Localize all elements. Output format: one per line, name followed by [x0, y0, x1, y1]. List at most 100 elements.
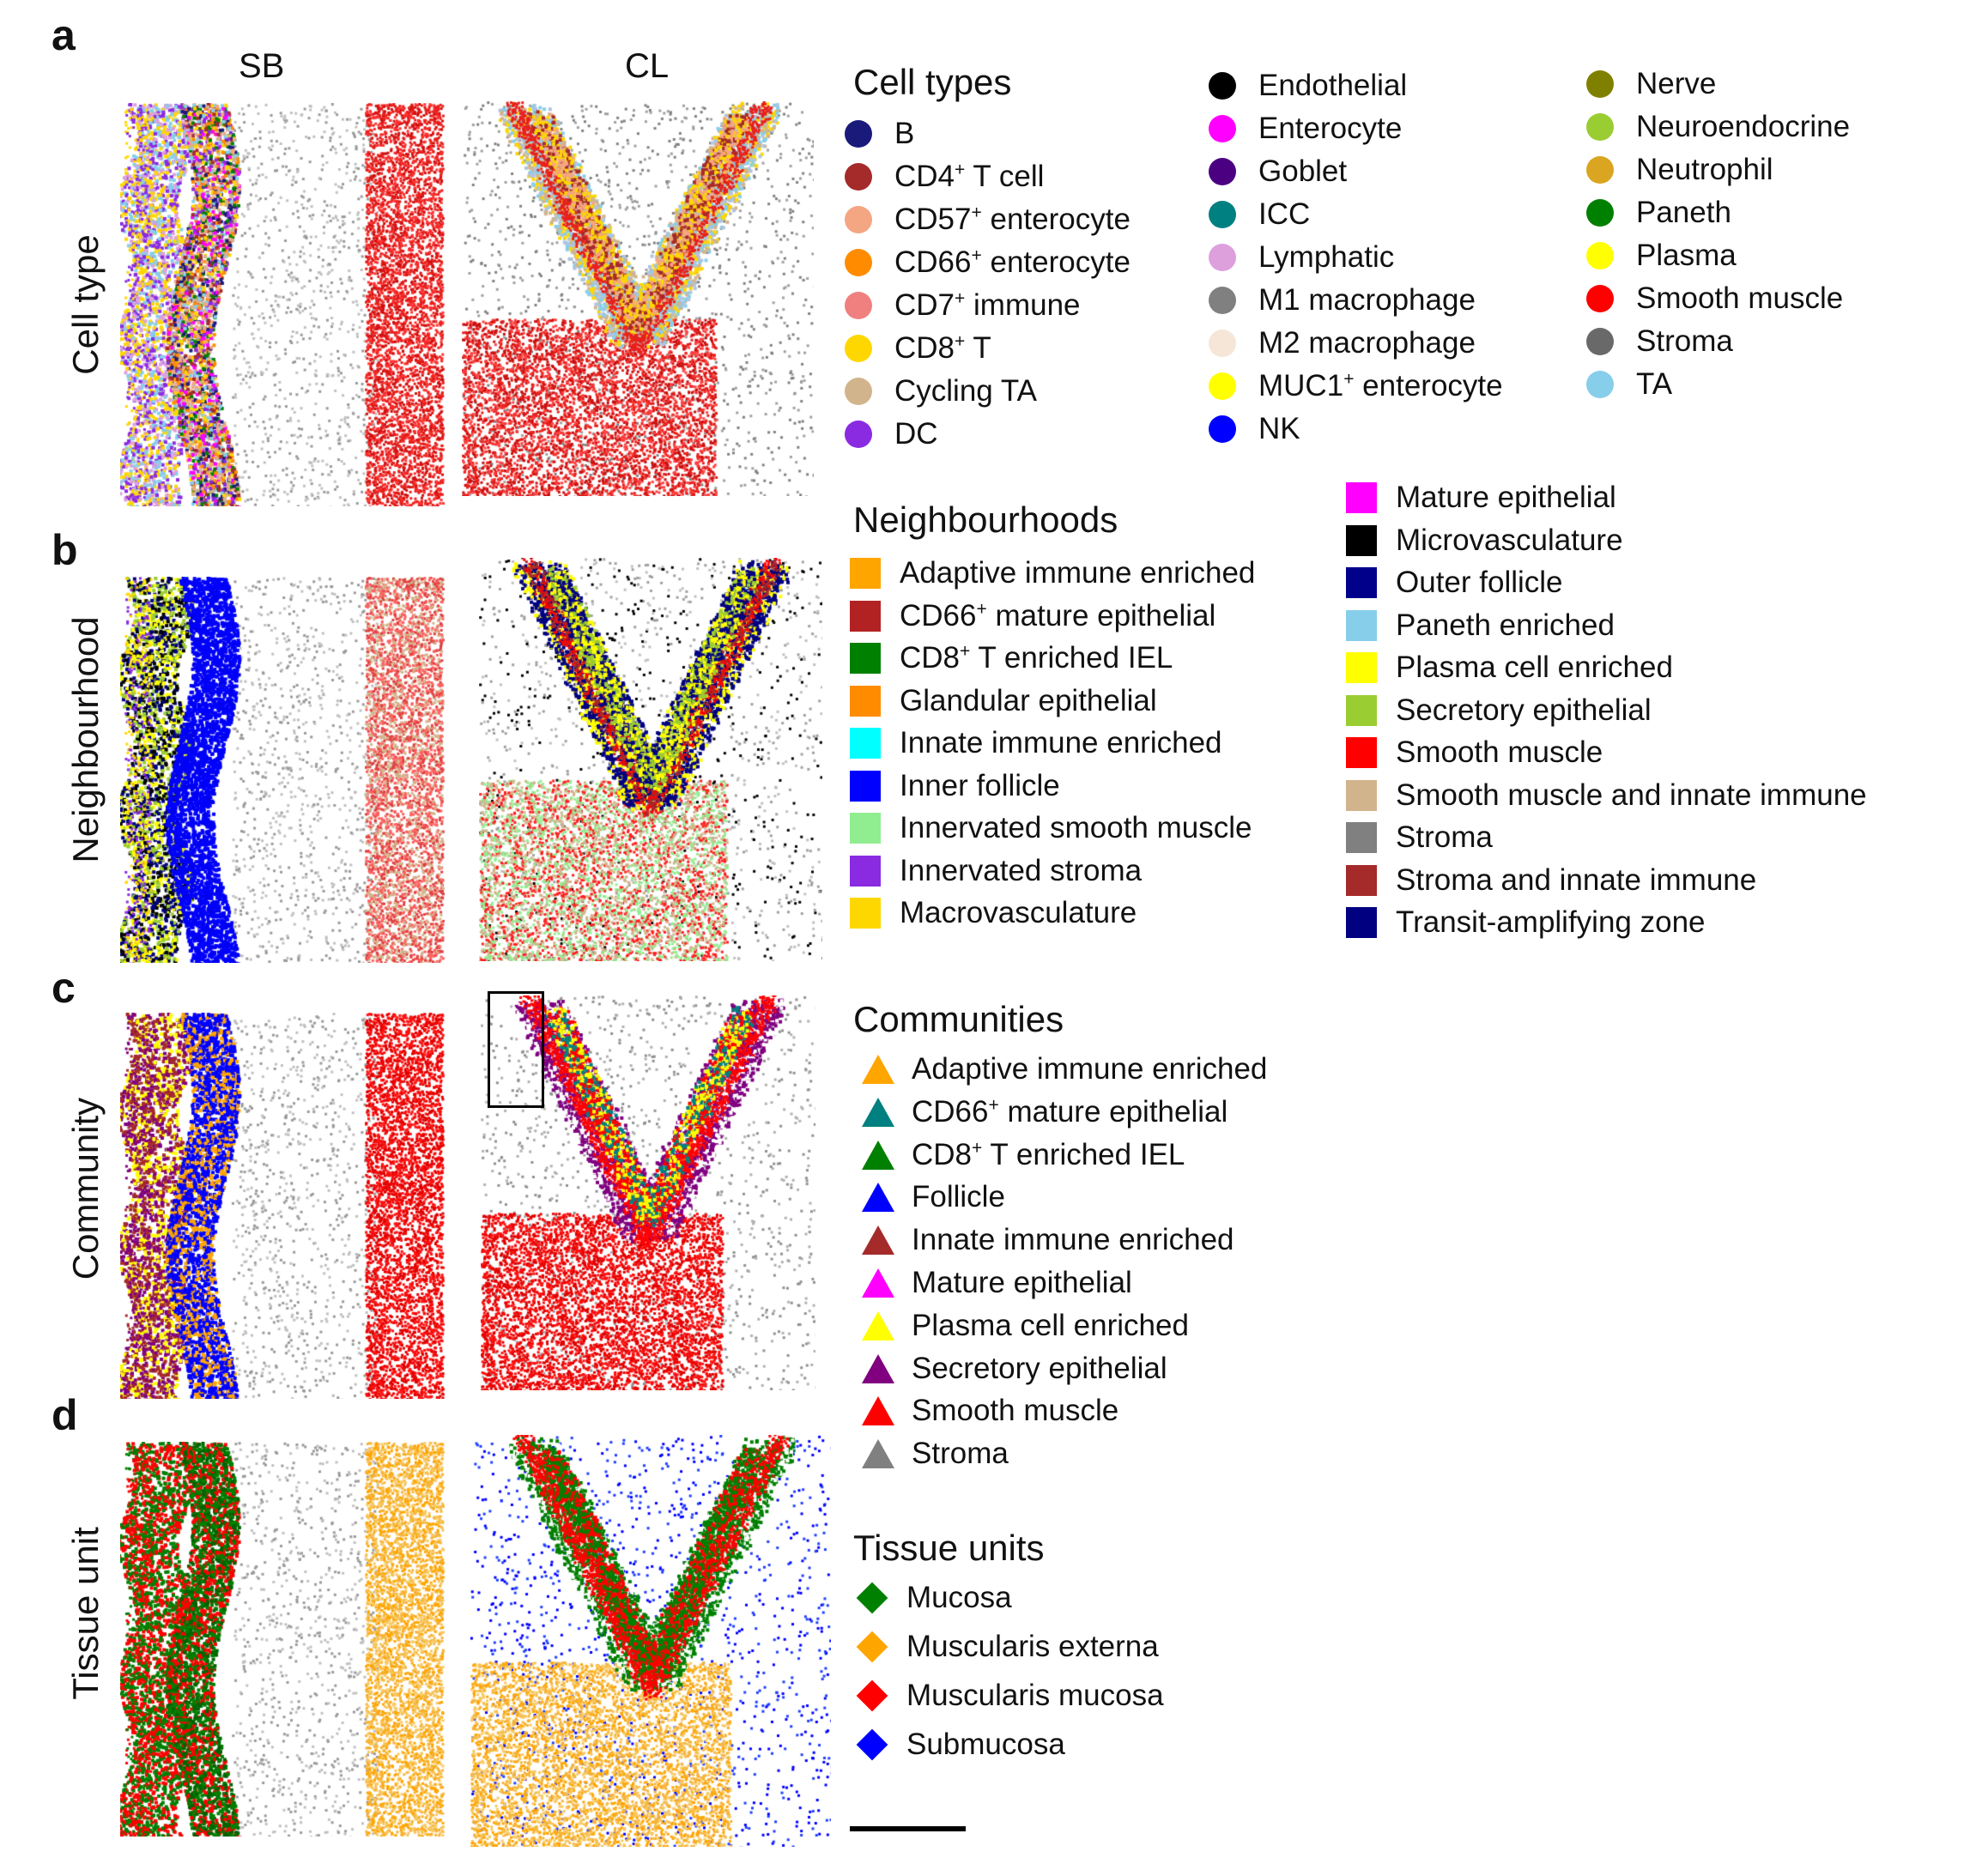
legend-label: CD8+ T enriched IEL [900, 641, 1173, 675]
legend-label: TA [1636, 367, 1673, 401]
legend-label: Mature epithelial [1396, 481, 1616, 514]
legend-label: Stroma [1396, 820, 1493, 854]
row-label-cell-type: Cell type [65, 234, 106, 375]
legend-label: Smooth muscle [912, 1394, 1119, 1428]
row-label-tissue-unit: Tissue unit [65, 1527, 106, 1700]
square-marker-icon [850, 685, 881, 717]
circle-marker-icon [1209, 415, 1236, 443]
legend-label: Goblet [1258, 154, 1348, 188]
tri-marker-icon [862, 1097, 894, 1127]
legend-label: NK [1258, 412, 1300, 445]
legend-label: ICC [1258, 197, 1311, 231]
tissue-map-cl-community [481, 995, 815, 1390]
column-title-sb: SB [239, 47, 285, 85]
square-marker-icon [1346, 907, 1377, 938]
legend-title-communities: Communities [853, 999, 1064, 1039]
circle-marker-icon [1586, 113, 1614, 141]
legend-label: CD57+ enterocyte [894, 203, 1131, 236]
circle-marker-icon [1209, 201, 1236, 228]
legend-label: Glandular epithelial [900, 683, 1157, 717]
legend-label: Smooth muscle [1636, 281, 1844, 315]
circle-marker-icon [1586, 70, 1614, 98]
square-marker-icon [1346, 652, 1377, 683]
circle-marker-icon [1209, 287, 1236, 314]
legend-label: Transit-amplifying zone [1396, 905, 1706, 939]
panel-label-a: a [52, 11, 76, 59]
circle-marker-icon [1586, 371, 1614, 398]
legend-label: CD66+ enterocyte [894, 245, 1131, 279]
legend-label: CD8+ T enriched IEL [912, 1137, 1185, 1171]
legend-title-tissue-units: Tissue units [853, 1528, 1045, 1568]
legend-label: Smooth muscle and innate immune [1396, 778, 1867, 812]
legend-label: Innate immune enriched [900, 726, 1222, 759]
square-marker-icon [850, 643, 881, 674]
legend-label: DC [894, 417, 938, 451]
legend-label: Enterocyte [1258, 112, 1403, 145]
legend-label: CD66+ mature epithelial [912, 1094, 1228, 1129]
circle-marker-icon [845, 120, 872, 148]
diamond-marker-icon [856, 1728, 888, 1761]
circle-marker-icon [845, 421, 872, 448]
panel-label-b: b [52, 526, 78, 574]
diamond-marker-icon [856, 1631, 888, 1663]
square-marker-icon [1346, 524, 1377, 556]
square-marker-icon [850, 898, 881, 929]
circle-marker-icon [845, 206, 872, 233]
legend-label: Innate immune enriched [912, 1223, 1234, 1257]
diamond-marker-icon [856, 1679, 888, 1712]
square-marker-icon [1346, 609, 1377, 641]
square-marker-icon [1346, 482, 1377, 513]
legend-label: Secretory epithelial [912, 1351, 1167, 1385]
column-title-cl: CL [625, 47, 670, 85]
legend-label: M2 macrophage [1258, 326, 1476, 360]
legend-label: CD4+ T cell [894, 160, 1045, 193]
circle-marker-icon [1209, 330, 1236, 357]
legend-label: Submucosa [906, 1728, 1065, 1761]
legend-label: CD66+ mature epithelial [900, 598, 1216, 632]
legend-label: Adaptive immune enriched [912, 1052, 1268, 1086]
square-marker-icon [1346, 567, 1377, 598]
legend-label: Paneth [1636, 196, 1731, 229]
circle-marker-icon [845, 249, 872, 276]
legend-label: Mucosa [906, 1581, 1012, 1614]
circle-marker-icon [1209, 115, 1236, 142]
region-of-interest-box [488, 991, 544, 1108]
circle-marker-icon [1586, 328, 1614, 355]
legend-label: Secretory epithelial [1396, 693, 1652, 727]
legend-label: Cycling TA [894, 374, 1037, 408]
circle-marker-icon [1209, 244, 1236, 271]
tissue-map-sb-community [120, 1013, 446, 1399]
square-marker-icon [850, 600, 881, 632]
legend-label: Plasma cell enriched [912, 1308, 1189, 1342]
circle-marker-icon [1586, 285, 1614, 312]
legend-label: B [894, 117, 915, 150]
circle-marker-icon [1209, 372, 1236, 400]
circle-marker-icon [845, 378, 872, 405]
legend-label: Neutrophil [1636, 153, 1773, 186]
legend-label: Mature epithelial [912, 1266, 1132, 1299]
square-marker-icon [850, 770, 881, 802]
legend-label: Outer follicle [1396, 566, 1563, 599]
legend-label: Adaptive immune enriched [900, 556, 1256, 590]
legend-label: Plasma cell enriched [1396, 651, 1673, 684]
tri-marker-icon [862, 1055, 894, 1084]
square-marker-icon [1346, 737, 1377, 768]
circle-marker-icon [1586, 156, 1614, 184]
legend-label: Endothelial [1258, 69, 1408, 102]
tissue-map-sb-tissue-unit [120, 1442, 446, 1837]
square-marker-icon [850, 855, 881, 887]
circle-marker-icon [845, 163, 872, 191]
legend-label: Microvasculature [1396, 523, 1623, 557]
legend-title-cell-types: Cell types [853, 62, 1012, 102]
legend-label: M1 macrophage [1258, 283, 1476, 317]
legend-label: Follicle [912, 1180, 1005, 1214]
tissue-map-sb-neighbourhood [120, 577, 446, 963]
legend-label: Stroma and innate immune [1396, 862, 1757, 897]
legend-label: MUC1+ enterocyte [1258, 369, 1503, 402]
tissue-map-cl-tissue-unit [470, 1435, 831, 1847]
circle-marker-icon [1209, 158, 1236, 185]
legend-label: Muscularis externa [906, 1630, 1159, 1663]
tri-marker-icon [862, 1225, 894, 1256]
circle-marker-icon [845, 292, 872, 319]
legend-label: CD8+ T [894, 331, 991, 365]
